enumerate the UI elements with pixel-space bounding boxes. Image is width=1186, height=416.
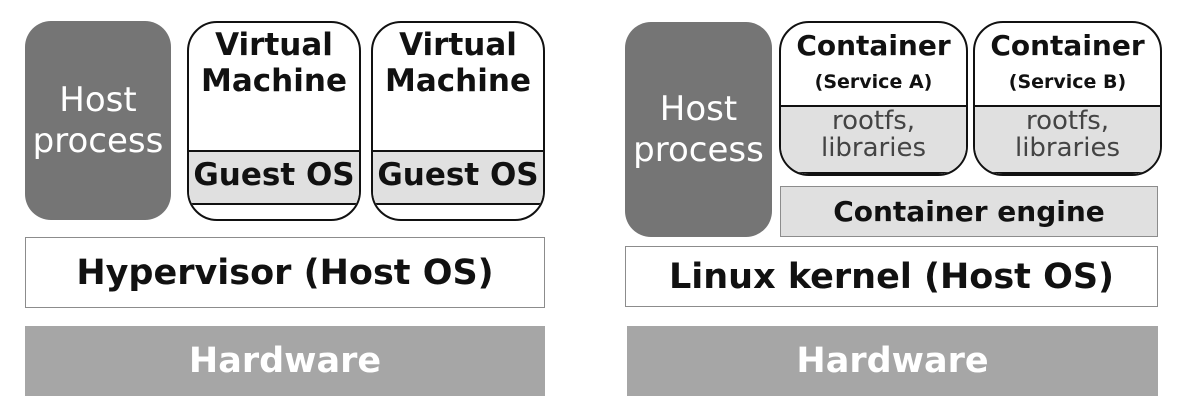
container-a-rootfs-libraries: rootfs, libraries xyxy=(781,105,966,174)
container-service-b: Container (Service B) rootfs, libraries xyxy=(973,21,1162,176)
vm-host-process-block: Host process xyxy=(25,21,171,220)
linux-kernel-layer: Linux kernel (Host OS) xyxy=(625,246,1158,307)
container-architecture-diagram: Host process Container (Service A) rootf… xyxy=(600,0,1186,416)
vm-architecture-diagram: Host process Virtual Machine Guest OS Vi… xyxy=(0,0,560,416)
vm-hardware-layer: Hardware xyxy=(25,326,545,396)
container-a-title: Container xyxy=(796,29,951,62)
container-hardware-layer: Hardware xyxy=(627,326,1158,396)
container-b-service-label: (Service B) xyxy=(1008,71,1127,93)
container-engine-layer: Container engine xyxy=(780,186,1158,237)
container-a-service-label: (Service A) xyxy=(814,71,933,93)
vm-2-title: Virtual Machine xyxy=(385,27,531,100)
container-b-rootfs-libraries: rootfs, libraries xyxy=(975,105,1160,174)
vm-1-title: Virtual Machine xyxy=(201,27,347,100)
hypervisor-layer: Hypervisor (Host OS) xyxy=(25,237,545,308)
virtual-machine-2: Virtual Machine Guest OS xyxy=(371,21,545,221)
vm-1-guest-os: Guest OS xyxy=(189,150,359,205)
container-service-a: Container (Service A) rootfs, libraries xyxy=(779,21,968,176)
container-host-process-block: Host process xyxy=(625,22,772,237)
vm-2-guest-os: Guest OS xyxy=(373,150,543,205)
virtual-machine-1: Virtual Machine Guest OS xyxy=(187,21,361,221)
container-b-title: Container xyxy=(990,29,1145,62)
